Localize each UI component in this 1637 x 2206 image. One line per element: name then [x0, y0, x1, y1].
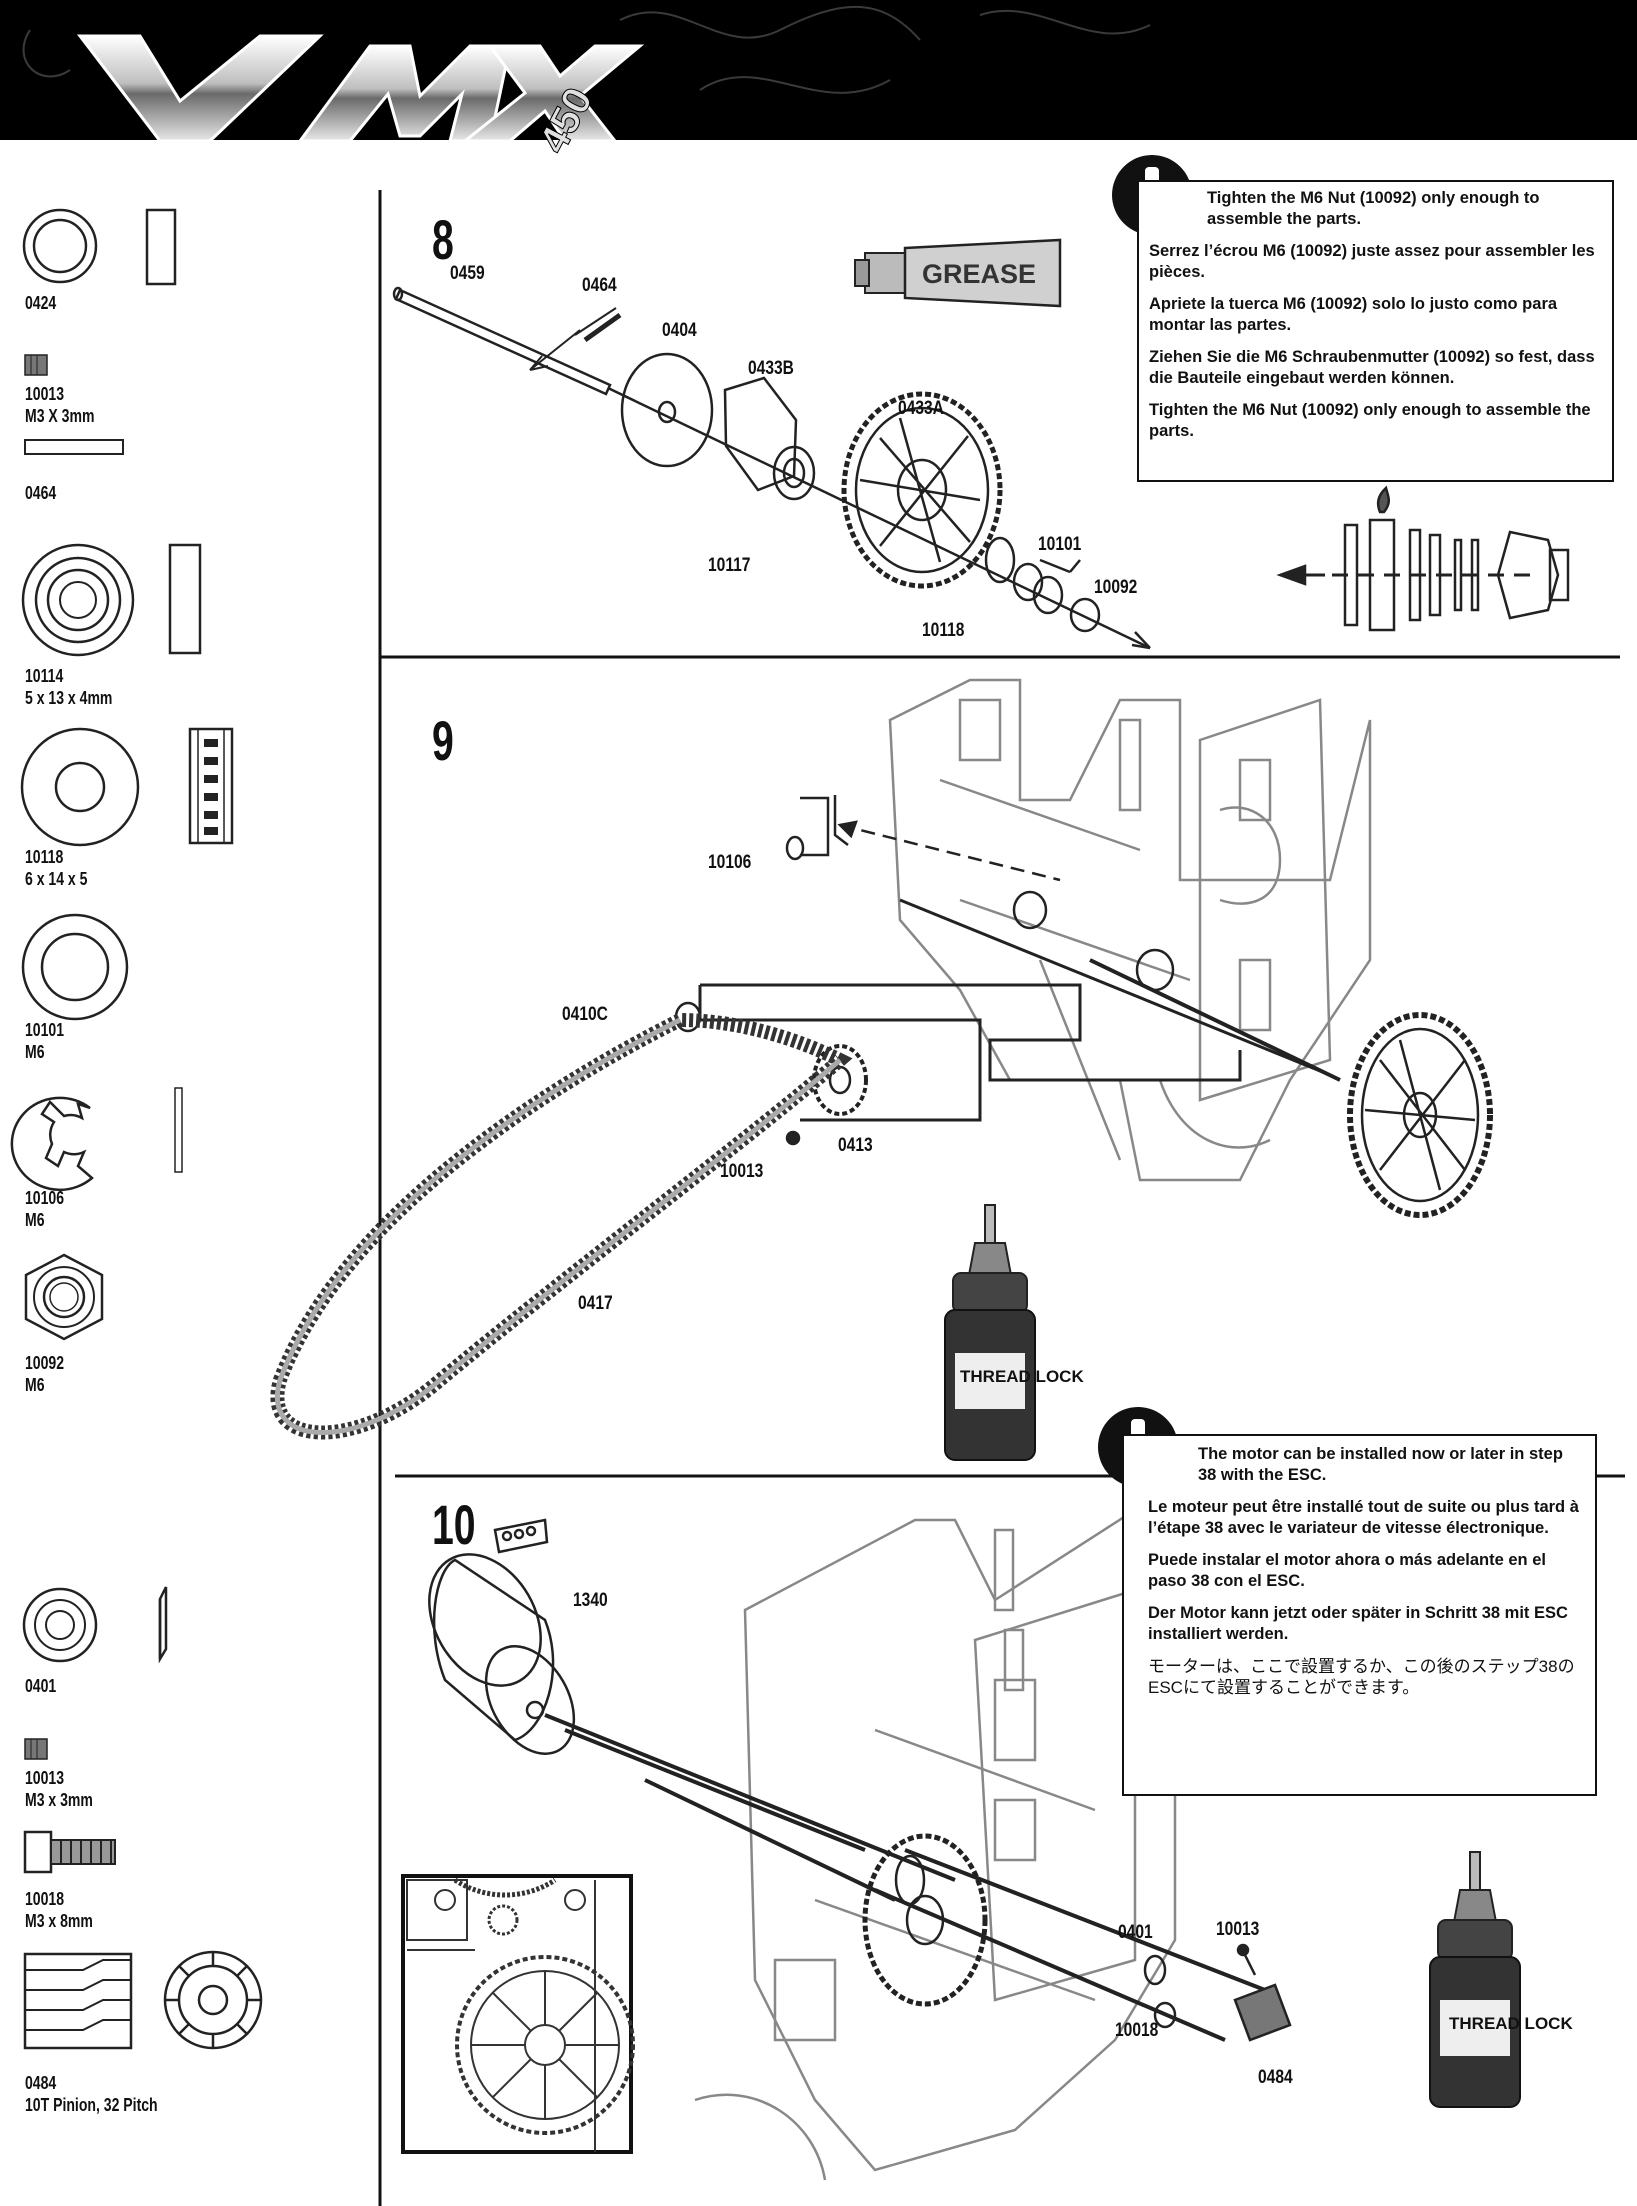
part-10101-drawing — [21, 913, 129, 1021]
step-9-number: 9 — [432, 709, 454, 772]
part-10013-drawing — [24, 354, 48, 376]
step-10-note-en: The motor can be installed now or later … — [1198, 1445, 1563, 1484]
step-8-note-en: Tighten the M6 Nut (10092) only enough t… — [1207, 189, 1540, 228]
grease-label: GREASE — [922, 259, 1036, 289]
callout-0413: 0413 — [838, 1135, 873, 1156]
part-0484-drawing — [23, 1950, 263, 2050]
callout-10013-step10: 10013 — [1216, 1919, 1260, 1940]
callout-0484: 0484 — [1258, 2067, 1293, 2088]
pinion-mesh-inset-drawing — [401, 1874, 635, 2154]
step-10-thread-lock-label: THREAD LOCK — [1449, 2014, 1573, 2033]
part-label-0424: 0424 — [25, 293, 57, 313]
callout-0459: 0459 — [450, 263, 485, 284]
callout-1340: 1340 — [573, 1590, 608, 1611]
step-10-note-fr: Le moteur peut être installé tout de sui… — [1148, 1498, 1579, 1537]
callout-0401: 0401 — [1118, 1922, 1153, 1943]
part-label-10114: 10114 5 x 13 x 4mm — [25, 666, 113, 708]
part-10106-drawing — [10, 1087, 183, 1192]
part-label-0484: 0484 10T Pinion, 32 Pitch — [25, 2073, 158, 2115]
part-10013b-drawing — [24, 1738, 48, 1760]
callout-10118: 10118 — [922, 620, 965, 641]
vmx-450-logo: 450 — [76, 34, 645, 161]
step-10-note-de: Der Motor kann jetzt oder später in Schr… — [1148, 1604, 1568, 1643]
step-10-note-box: The motor can be installed now or later … — [1122, 1434, 1597, 1796]
header-swirl-decoration — [22, 5, 1151, 94]
step-8-note-de: Ziehen Sie die M6 Schraubenmutter (10092… — [1149, 348, 1595, 387]
callout-0433B: 0433B — [748, 358, 794, 379]
step-8-note-es: Apriete la tuerca M6 (10092) solo lo jus… — [1149, 295, 1558, 334]
part-0464-drawing — [24, 439, 124, 455]
callout-10101: 10101 — [1038, 534, 1082, 555]
callout-10106: 10106 — [708, 852, 752, 873]
step-10-note-jp: モーターは、ここで設置するか、この後のステップ38のESCにて設置することができ… — [1148, 1657, 1575, 1697]
part-0424-drawing — [22, 208, 177, 286]
step-10-note-es: Puede instalar el motor ahora o más adel… — [1148, 1551, 1546, 1590]
callout-0433A: 0433A — [898, 398, 944, 419]
grease-tube-icon — [854, 238, 1062, 308]
part-label-10106: 10106 M6 — [25, 1188, 65, 1230]
part-label-10013: 10013 M3 X 3mm — [25, 384, 95, 426]
part-10118-drawing — [20, 727, 234, 847]
nut-assembly-sequence-drawing — [1276, 485, 1570, 632]
step-10-motor-assembly-drawing: THREAD LOCK — [401, 1508, 1573, 2181]
callout-10092: 10092 — [1094, 577, 1138, 598]
step-9-thread-lock-label: THREAD LOCK — [960, 1367, 1084, 1386]
motor-1340-drawing — [428, 1518, 576, 1755]
part-label-10013b: 10013 M3 x 3mm — [25, 1768, 93, 1810]
callout-0410C: 0410C — [562, 1004, 608, 1025]
step-10-number: 10 — [432, 1493, 476, 1556]
part-label-10018: 10018 M3 x 8mm — [25, 1889, 93, 1931]
step-8-note-box: Tighten the M6 Nut (10092) only enough t… — [1137, 180, 1614, 482]
callout-10117: 10117 — [708, 555, 751, 576]
part-0401-drawing — [22, 1586, 168, 1664]
part-label-0464: 0464 — [25, 483, 57, 503]
callout-0404: 0404 — [662, 320, 697, 341]
header-banner: 450 — [0, 0, 1637, 161]
part-label-10092: 10092 M6 — [25, 1353, 65, 1395]
part-label-10101: 10101 M6 — [25, 1020, 65, 1062]
step-8-number: 8 — [432, 208, 454, 271]
step-10-thread-lock-bottle-icon — [1429, 1851, 1521, 2108]
step-9-chain-assembly-drawing: THREAD LOCK — [270, 678, 1493, 1461]
step-8-note-fr: Serrez l’écrou M6 (10092) juste assez po… — [1149, 242, 1595, 281]
step-8-exploded-drawing: GREASE — [392, 238, 1570, 650]
callout-10013-step9: 10013 — [720, 1161, 764, 1182]
thread-lock-bottle-icon — [944, 1204, 1036, 1461]
chain-0417 — [270, 1012, 853, 1440]
callout-0464: 0464 — [582, 275, 617, 296]
callout-10018: 10018 — [1115, 2020, 1159, 2041]
step-8-note-en-2: Tighten the M6 Nut (10092) only enough t… — [1149, 401, 1591, 440]
part-10092-drawing — [24, 1253, 104, 1341]
part-label-0401: 0401 — [25, 1676, 57, 1696]
callout-0417: 0417 — [578, 1293, 613, 1314]
part-10114-drawing — [21, 543, 202, 657]
part-label-10118: 10118 6 x 14 x 5 — [25, 847, 88, 889]
part-10018-drawing — [23, 1830, 116, 1874]
